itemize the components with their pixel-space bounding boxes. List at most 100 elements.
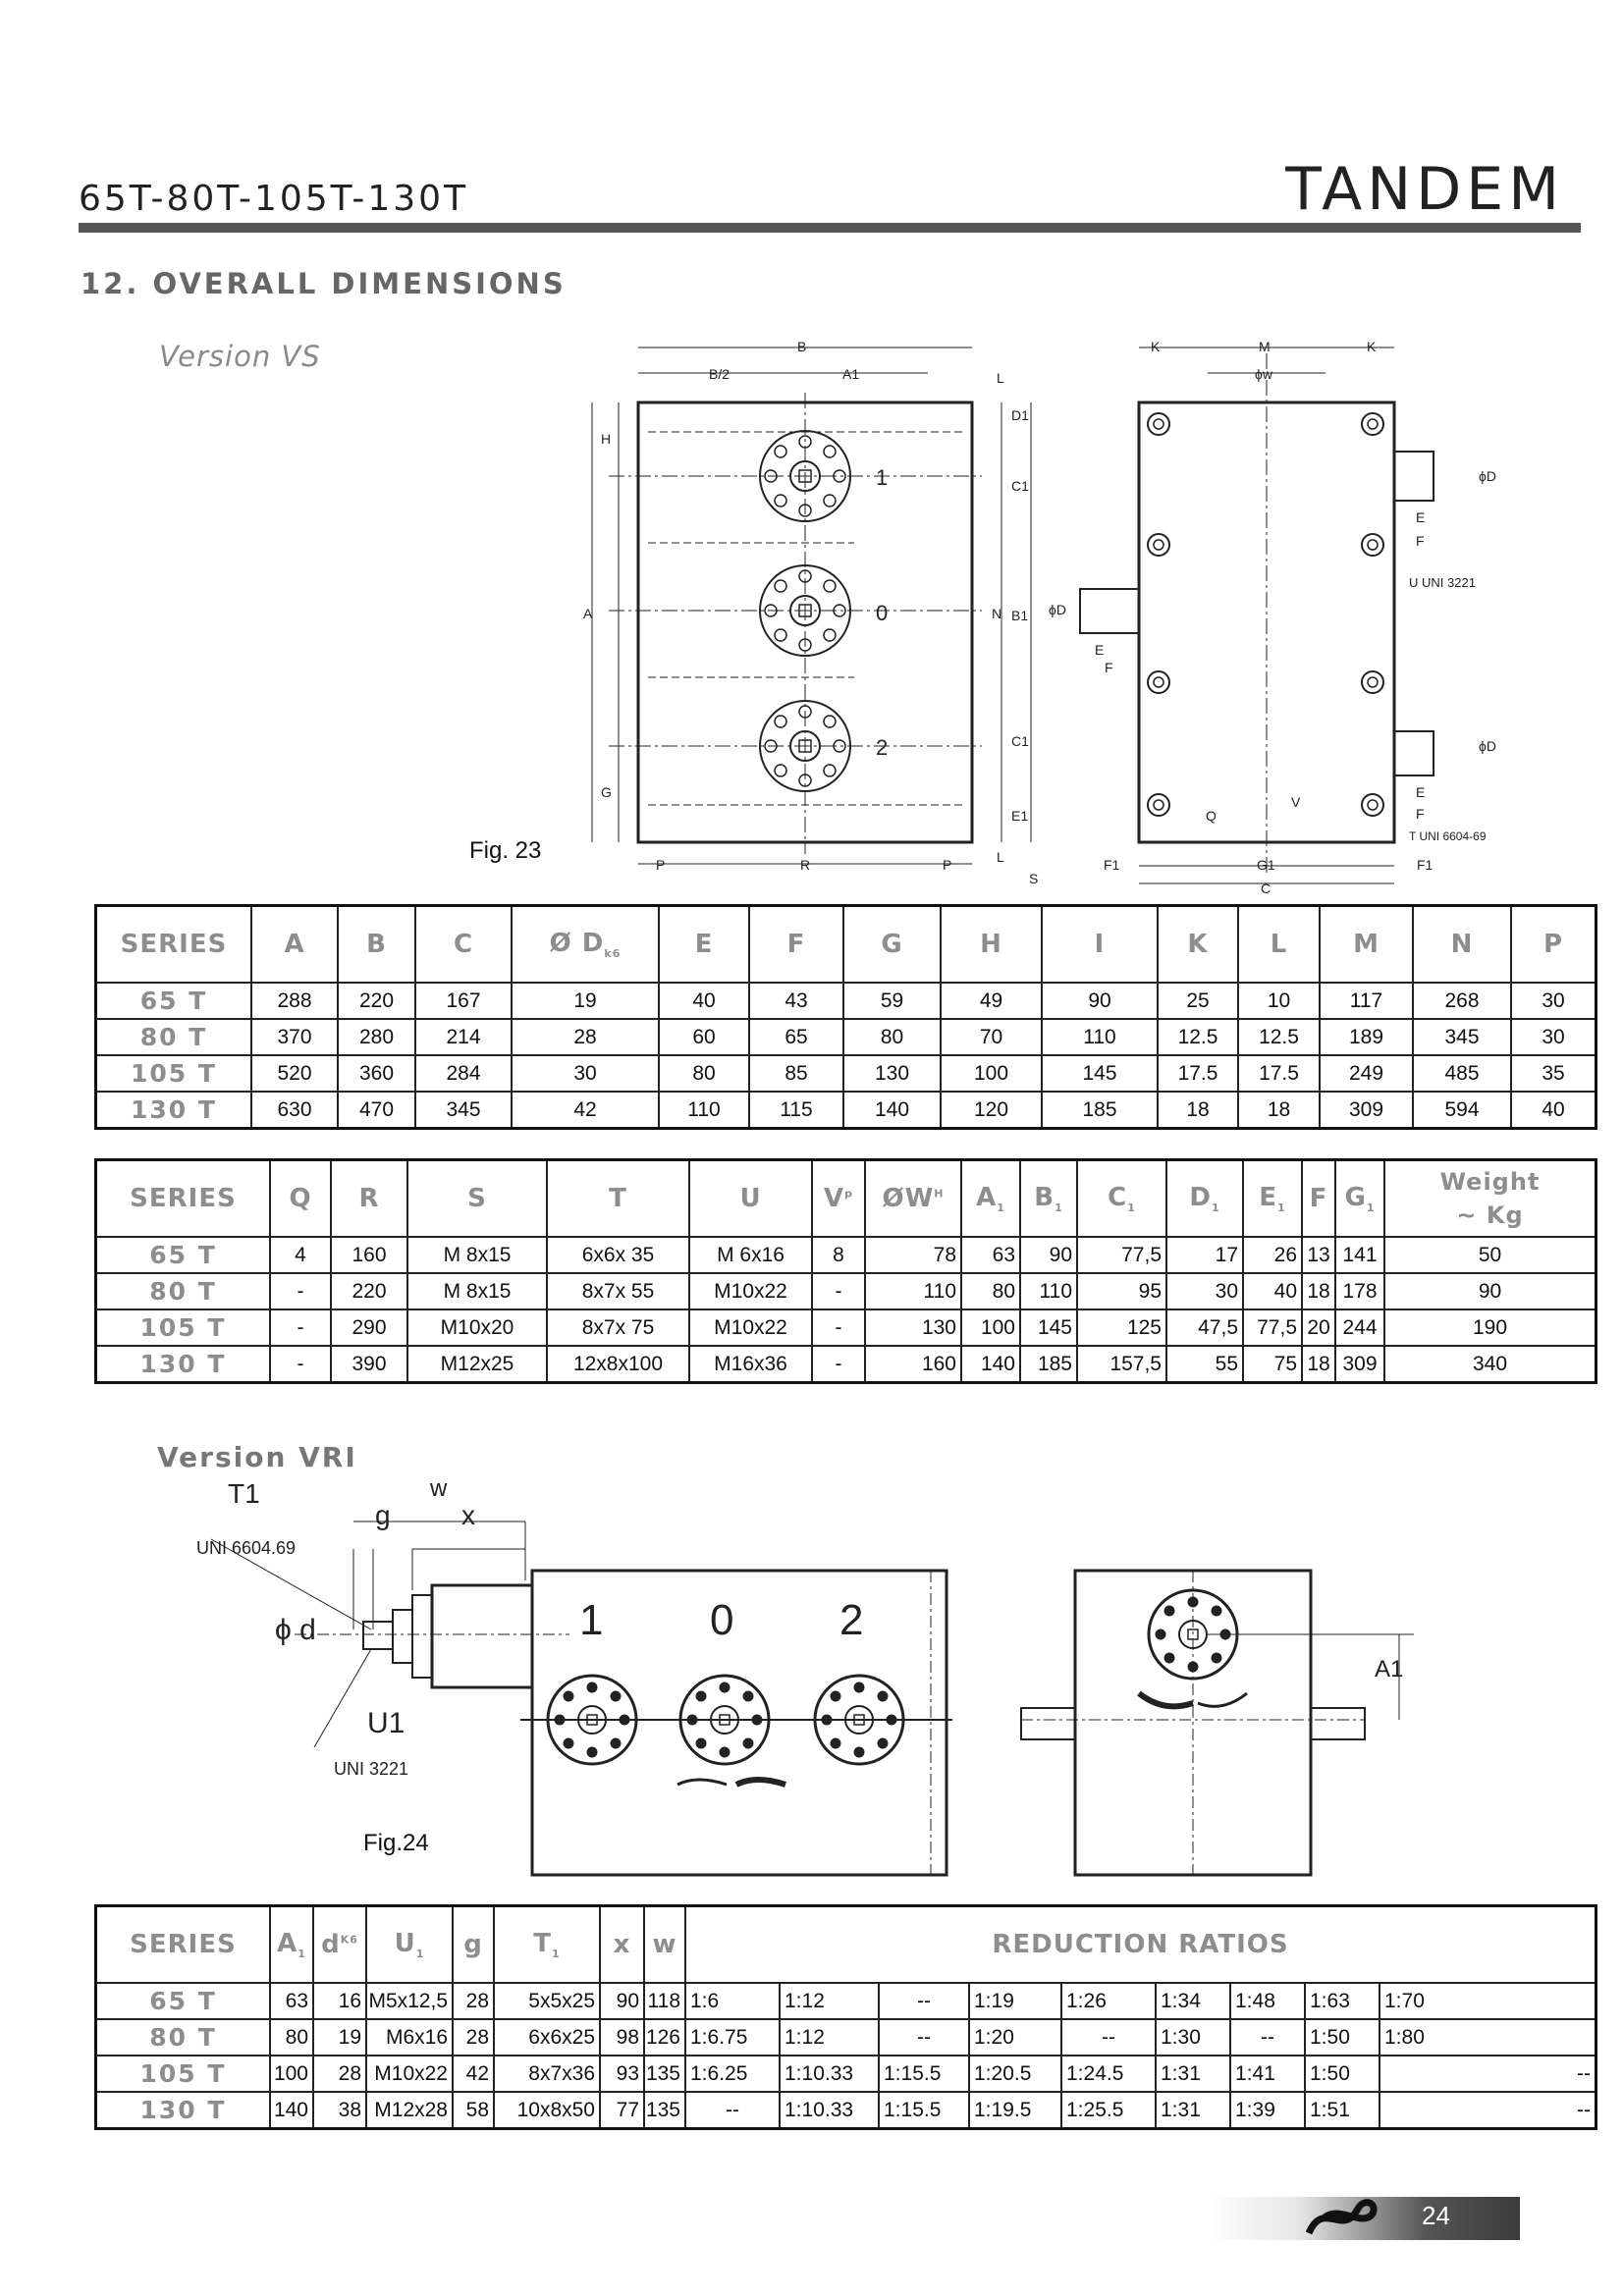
table-cell: 1:20.5	[968, 2055, 1062, 2093]
table-cell: 345	[414, 1091, 513, 1130]
fig24-drawing: T1 UNI 6604.69 g w x ϕ d U1 UNI 3221 1 0…	[196, 1475, 1414, 1877]
table1-header-cell: L	[1237, 904, 1321, 984]
table1-header-cell: N	[1412, 904, 1512, 984]
table2-header-text: B	[1034, 1182, 1055, 1212]
table-cell: 340	[1383, 1345, 1597, 1384]
table2-header-cell: A1	[960, 1158, 1021, 1238]
table-cell: 214	[414, 1018, 513, 1056]
table1-header-cell: F	[748, 904, 844, 984]
table-cell: 80	[842, 1018, 942, 1056]
svg-text:C1: C1	[1011, 478, 1029, 494]
svg-text:Q: Q	[1206, 808, 1217, 824]
page-number: 24	[1422, 2201, 1450, 2230]
table-cell: -	[811, 1308, 866, 1347]
table-cell: 6x6x 35	[546, 1236, 690, 1274]
svg-text:2: 2	[876, 735, 888, 760]
table-cell: 65 T	[94, 982, 252, 1020]
table-cell: 100	[940, 1054, 1043, 1093]
table-cell: 1:25.5	[1060, 2091, 1157, 2130]
table-cell: 160	[864, 1345, 962, 1384]
table-cell: 1:19.5	[968, 2091, 1062, 2130]
table-cell: 42	[452, 2055, 495, 2093]
fig24-caption: Fig.24	[363, 1830, 429, 1856]
table-cell: 10x8x50	[493, 2091, 601, 2130]
svg-text:C1: C1	[1011, 733, 1029, 749]
table-cell: 90	[1383, 1272, 1597, 1310]
table-cell: 19	[511, 982, 660, 1020]
table-cell: 1:30	[1155, 2018, 1231, 2056]
table-cell: M10x22	[688, 1272, 813, 1310]
table-cell: 40	[1242, 1272, 1303, 1310]
svg-text:1: 1	[579, 1596, 603, 1644]
table-cell: 185	[1041, 1091, 1159, 1130]
table-cell: 47,5	[1165, 1308, 1244, 1347]
table-cell: 90	[599, 1982, 645, 2020]
table2-header-row: SERIES Q R S T U Vp ØWH A1 B1 C1 D1 E1 F…	[94, 1158, 1597, 1238]
table-cell: 26	[1242, 1236, 1303, 1274]
table-cell: 60	[658, 1018, 750, 1056]
table-cell: 140	[269, 2091, 314, 2130]
table3-header-text: A	[277, 1928, 298, 1958]
table-cell: M12x25	[406, 1345, 548, 1384]
svg-text:C: C	[1261, 881, 1271, 893]
svg-text:E: E	[1416, 784, 1425, 800]
table1-header-cell: P	[1510, 904, 1597, 984]
table1-header-cell: M	[1319, 904, 1414, 984]
table-cell: 90	[1041, 982, 1159, 1020]
table-cell: 8x7x 75	[546, 1308, 690, 1347]
table2-header-cell: Q	[269, 1158, 332, 1238]
table-cell: 80 T	[94, 2018, 271, 2056]
table-cell: 8x7x36	[493, 2055, 601, 2093]
table-cell: 28	[312, 2055, 367, 2093]
table-cell: 100	[269, 2055, 314, 2093]
svg-text:UNI 3221: UNI 3221	[334, 1759, 408, 1779]
table-cell: 77,5	[1076, 1236, 1167, 1274]
table-cell: 125	[1076, 1308, 1167, 1347]
version-vri-label: Version VRI	[157, 1441, 357, 1473]
table2-header-cell: F	[1301, 1158, 1336, 1238]
reduction-ratios-table: SERIES A1 dK6 U1 g T1 x w REDUCTION RATI…	[94, 1904, 1597, 2130]
table-cell: 1:19	[968, 1982, 1062, 2020]
svg-text:K: K	[1367, 339, 1377, 354]
table-cell: 244	[1334, 1308, 1385, 1347]
table2-header-text: D	[1189, 1182, 1212, 1212]
version-vs-label: Version VS	[159, 340, 321, 373]
table-cell: 30	[511, 1054, 660, 1093]
table-cell: 30	[1510, 982, 1597, 1020]
table-cell: 20	[1301, 1308, 1336, 1347]
table-cell: 1:31	[1155, 2055, 1231, 2093]
table-cell: 17.5	[1237, 1054, 1321, 1093]
table1-header-row: SERIES A B C Ø Dk6 E F G H I K L M N P	[94, 904, 1597, 984]
product-name: TANDEM	[1285, 155, 1564, 224]
table-cell: 105 T	[94, 1308, 271, 1347]
table2-header-cell: G1	[1334, 1158, 1385, 1238]
table-cell: 70	[940, 1018, 1043, 1056]
table-cell: 13	[1301, 1236, 1336, 1274]
table2-header-cell: T	[546, 1158, 690, 1238]
table-cell: 1:15.5	[878, 2055, 970, 2093]
table-cell: 30	[1510, 1018, 1597, 1056]
svg-text:G: G	[601, 784, 612, 800]
table2-header-text: G	[1344, 1182, 1367, 1212]
table-cell: 268	[1412, 982, 1512, 1020]
svg-text:0: 0	[876, 601, 888, 625]
svg-text:A1: A1	[1375, 1656, 1403, 1682]
table-cell: 40	[658, 982, 750, 1020]
table-cell: 190	[1383, 1308, 1597, 1347]
table-cell: 1:15.5	[878, 2091, 970, 2130]
table2-header-cell: E1	[1242, 1158, 1303, 1238]
dimensions-table-1: SERIES A B C Ø Dk6 E F G H I K L M N P 6…	[94, 904, 1597, 1130]
table-cell: 50	[1383, 1236, 1597, 1274]
table-cell: 19	[312, 2018, 367, 2056]
svg-text:U UNI 3221: U UNI 3221	[1409, 575, 1476, 590]
table-cell: 12x8x100	[546, 1345, 690, 1384]
table-cell: 1:48	[1229, 1982, 1306, 2020]
table-cell: 43	[748, 982, 844, 1020]
table-cell: 1:63	[1304, 1982, 1380, 2020]
table-cell: 25	[1157, 982, 1239, 1020]
